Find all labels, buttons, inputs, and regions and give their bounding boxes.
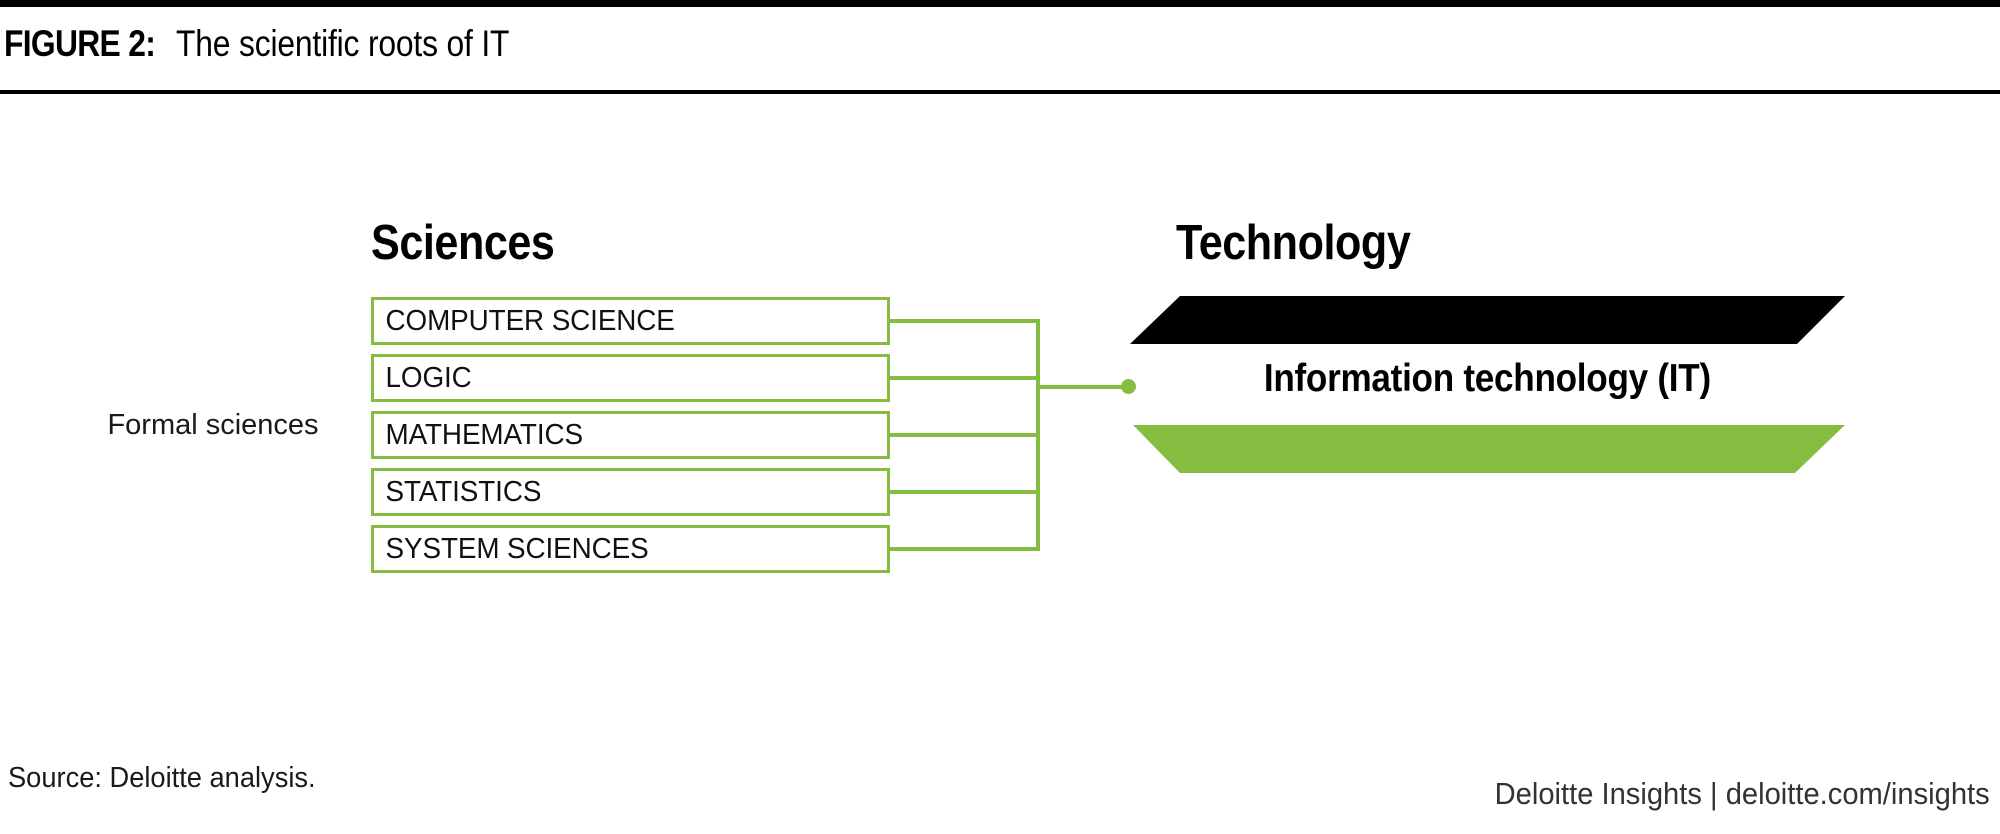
figure-header: FIGURE 2: The scientific roots of IT xyxy=(4,18,563,70)
information-technology-label: Information technology (IT) xyxy=(1263,357,1712,400)
page-title: The scientific roots of IT xyxy=(175,23,510,64)
connector-lead-line xyxy=(1039,385,1129,389)
science-box-mathematics[interactable]: MATHEMATICS xyxy=(371,411,890,459)
connector-stub-computer-science xyxy=(888,319,1040,323)
science-box-label: COMPUTER SCIENCE xyxy=(385,304,675,337)
connector-stub-system-sciences xyxy=(888,547,1040,551)
technology-heading: Technology xyxy=(1176,216,1411,270)
connector-stub-mathematics xyxy=(888,433,1040,437)
science-box-label: SYSTEM SCIENCES xyxy=(385,532,649,565)
technology-band-top xyxy=(1130,296,1845,344)
figure-number-label: FIGURE 2: xyxy=(4,23,156,64)
formal-sciences-label: Formal sciences xyxy=(107,409,319,441)
source-note: Source: Deloitte analysis. xyxy=(8,762,316,794)
header-divider xyxy=(0,90,2000,94)
science-box-statistics[interactable]: STATISTICS xyxy=(371,468,890,516)
science-box-label: LOGIC xyxy=(385,361,472,394)
brand-footer: Deloitte Insights | deloitte.com/insight… xyxy=(1494,776,1990,811)
connector-stub-logic xyxy=(888,376,1040,380)
technology-band-bottom xyxy=(1130,425,1845,473)
science-box-computer-science[interactable]: COMPUTER SCIENCE xyxy=(371,297,890,345)
connector-stub-statistics xyxy=(888,490,1040,494)
science-box-system-sciences[interactable]: SYSTEM SCIENCES xyxy=(371,525,890,573)
connector-dot xyxy=(1121,379,1136,394)
science-box-label: MATHEMATICS xyxy=(385,418,584,451)
top-black-bar xyxy=(0,0,2000,7)
sciences-heading: Sciences xyxy=(371,216,555,270)
science-box-logic[interactable]: LOGIC xyxy=(371,354,890,402)
science-box-label: STATISTICS xyxy=(385,475,542,508)
connector-spine xyxy=(1036,319,1040,551)
